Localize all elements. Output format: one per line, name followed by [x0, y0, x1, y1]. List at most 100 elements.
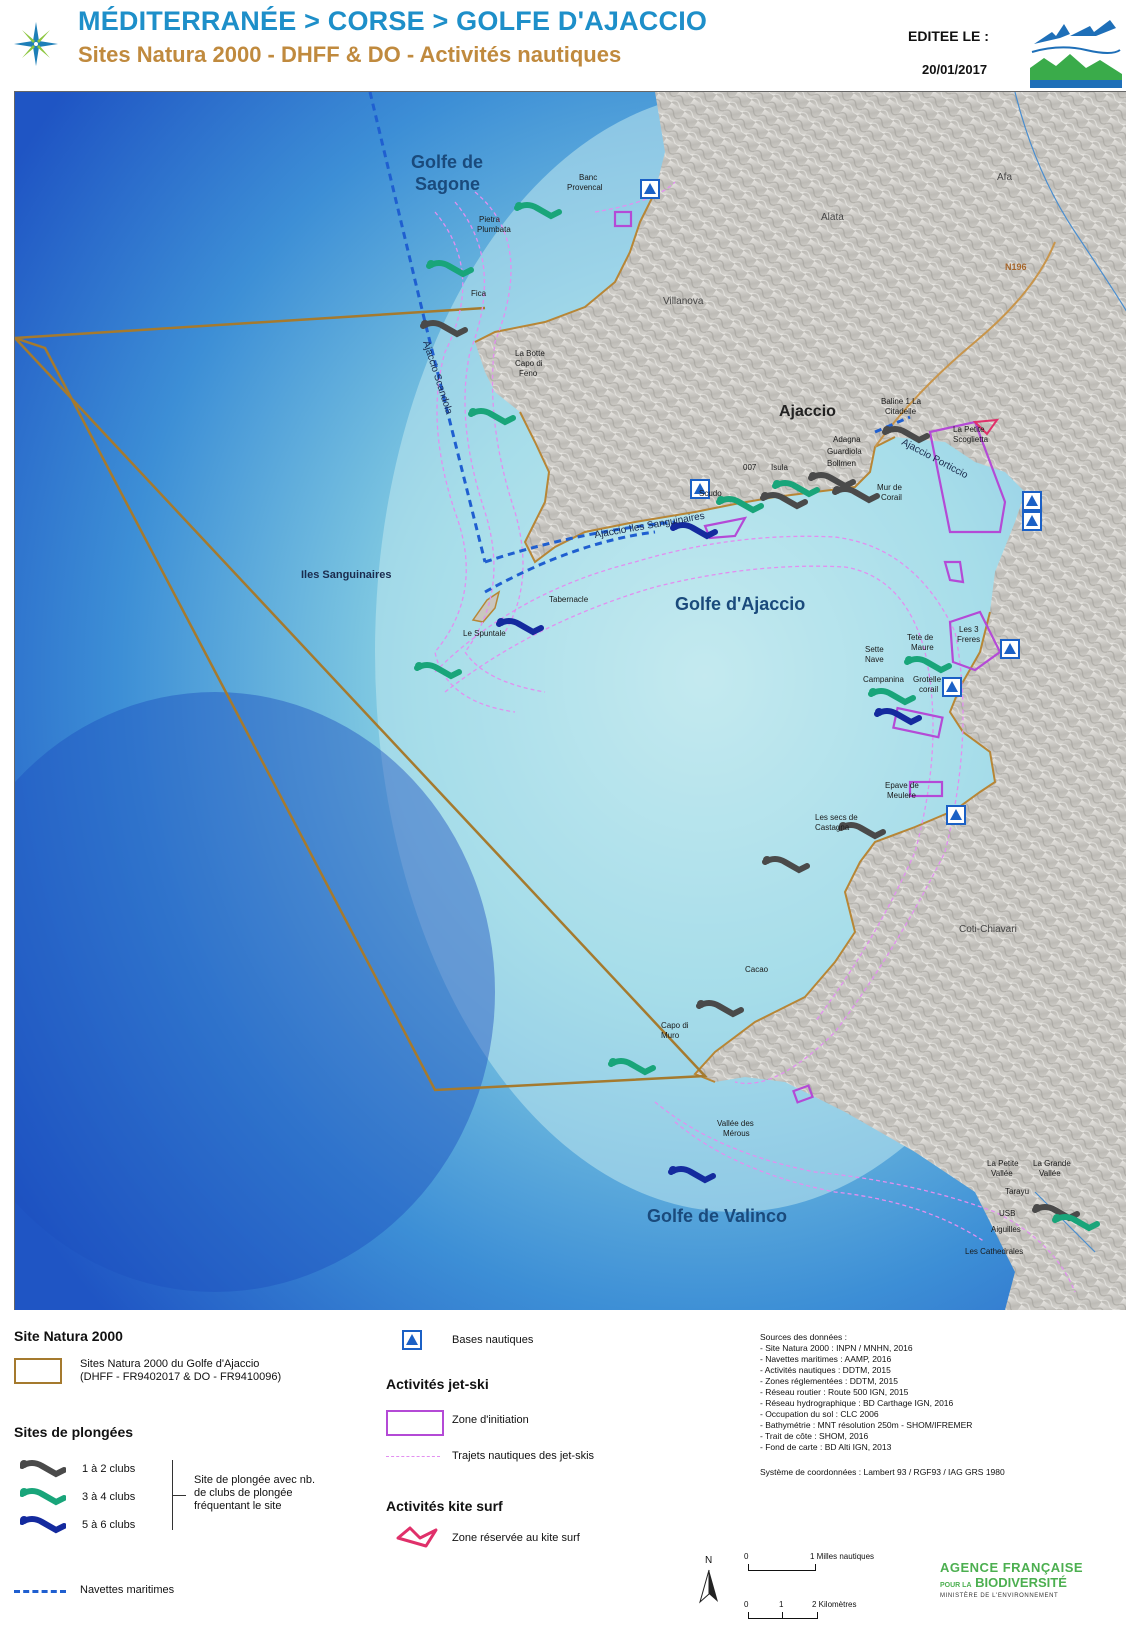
diver-icon [514, 202, 562, 220]
legend-natura-item: (DHFF - FR9402017 & DO - FR9410096) [80, 1371, 282, 1383]
diver-icon [20, 1488, 66, 1506]
afb-line-2-small: POUR LA [940, 1582, 972, 1589]
diver-icon [696, 1000, 744, 1018]
coordinate-system: Système de coordonnées : Lambert 93 / RG… [760, 1467, 1005, 1477]
diver-icon [1052, 1214, 1100, 1232]
legend-natura-title: Site Natura 2000 [14, 1328, 123, 1344]
deep-sea-zone [15, 692, 495, 1292]
diver-icon [832, 486, 880, 504]
diver-icon [420, 320, 468, 338]
river [1034, 1191, 1096, 1253]
legend-plongee-note: de clubs de plongée [194, 1487, 293, 1499]
legend-natura-item: Sites Natura 2000 du Golfe d'Ajaccio [80, 1358, 260, 1370]
diver-icon [20, 1516, 66, 1534]
site-label: Sette [865, 645, 884, 654]
site-label: Meulere [887, 791, 916, 800]
coastline [474, 191, 997, 1083]
label-ajaccio: Ajaccio [779, 403, 836, 420]
source-line: - Site Natura 2000 : INPN / MNHN, 2016 [760, 1343, 913, 1353]
edited-label: EDITEE LE : [908, 28, 989, 44]
legend-kite-zone: Zone réservée au kite surf [452, 1532, 580, 1544]
navettes-maritimes [368, 92, 911, 594]
site-label: Isula [771, 463, 788, 472]
kite-surf-zone [972, 418, 1000, 436]
site-label: Citadelle [885, 407, 917, 416]
map-canvas[interactable]: Golfe de Sagone Golfe d'Ajaccio Golfe de… [14, 91, 1126, 1310]
label-villanova: Villanova [663, 296, 704, 307]
natura-2000-boundary [15, 306, 486, 340]
legend-jetski-trajet-line [386, 1456, 440, 1457]
label-golfe-ajaccio: Golfe d'Ajaccio [675, 594, 805, 614]
jetski-initiation-zones [613, 210, 1007, 1104]
diver-icon [496, 618, 544, 636]
diver-icon [608, 1058, 656, 1076]
site-label: Freres [957, 635, 980, 644]
site-label: 007 [743, 463, 757, 472]
site-label: Campanina [863, 675, 904, 684]
map-header: MÉDITERRANÉE > CORSE > GOLFE D'AJACCIO S… [0, 0, 1126, 90]
diver-icon [762, 856, 810, 874]
source-line: - Fond de carte : BD Alti IGN, 2013 [760, 1442, 892, 1452]
label-iles-sanguinaires: Iles Sanguinaires [301, 569, 391, 581]
natura-2000-boundary [15, 336, 708, 1092]
scale-one: 1 [779, 1600, 784, 1609]
legend-natura-swatch [14, 1358, 62, 1384]
diver-icon [414, 662, 462, 680]
site-label: Les secs de [815, 813, 858, 822]
road-n196 [874, 241, 1056, 448]
site-label: La Petite [953, 425, 985, 434]
label-road-n196: N196 [1005, 262, 1027, 272]
afb-line-3: MINISTÈRE DE L'ENVIRONNEMENT [940, 1593, 1059, 1599]
source-line: - Activités nautiques : DDTM, 2015 [760, 1365, 891, 1375]
diver-icon [670, 522, 718, 540]
legend-jetski-zone: Zone d'initiation [452, 1414, 529, 1426]
site-label: Capo di [515, 359, 543, 368]
north-arrow-icon [699, 1569, 718, 1604]
diver-icon [716, 496, 764, 514]
diver-icon [904, 656, 952, 674]
source-line: - Trait de côte : SHOM, 2016 [760, 1431, 869, 1441]
scale-bar-nm [748, 1564, 816, 1571]
iles-sanguinaires-island [471, 590, 501, 623]
source-line: - Navettes maritimes : AAMP, 2016 [760, 1354, 892, 1364]
site-label: Les Cathedrales [965, 1247, 1023, 1256]
site-label: Muro [661, 1031, 680, 1040]
label-afa: Afa [997, 172, 1012, 183]
diver-icon [426, 260, 474, 278]
site-label: La Botte [515, 349, 545, 358]
site-label: corail [919, 685, 938, 694]
diver-icon [1032, 1204, 1080, 1222]
dive-sites [414, 202, 1100, 1232]
scale-label-nm: 1 Milles nautiques [810, 1552, 875, 1561]
map-legend: Site Natura 2000 Sites Natura 2000 du Go… [0, 1310, 1126, 1632]
compass-rose-icon [14, 22, 58, 66]
site-label: USB [999, 1209, 1015, 1218]
source-line: - Réseau routier : Route 500 IGN, 2015 [760, 1387, 909, 1397]
kite-surf-icon [396, 1526, 438, 1548]
legend-plongee-2: 3 à 4 clubs [82, 1491, 136, 1503]
legend-plongee-note: fréquentant le site [194, 1500, 282, 1512]
site-label: Aiguilles [991, 1225, 1021, 1234]
edited-date: 20/01/2017 [922, 62, 988, 77]
legend-jetski-trajets: Trajets nautiques des jet-skis [452, 1450, 595, 1462]
legend-bracket-tick [172, 1495, 186, 1496]
label-golfe-sagone: Sagone [415, 174, 480, 194]
site-label: Scoglietta [953, 435, 989, 444]
site-label: Corail [881, 493, 902, 502]
site-label: Le Spuntale [463, 629, 506, 638]
corsica-landmass [475, 92, 1126, 1310]
site-label: Pietra [479, 215, 500, 224]
site-label: Baline 1 La [881, 397, 922, 406]
boat-base-icon [402, 1330, 422, 1350]
label-alata: Alata [821, 212, 844, 223]
page-title: MÉDITERRANÉE > CORSE > GOLFE D'AJACCIO [78, 6, 708, 36]
site-label: Epave de [885, 781, 919, 790]
diver-icon [882, 426, 930, 444]
legend-kite-title: Activités kite surf [386, 1498, 503, 1514]
site-label: Les 3 [959, 625, 979, 634]
scale-bar-km [748, 1612, 818, 1619]
scale-zero: 0 [744, 1552, 749, 1561]
diver-icon [874, 708, 922, 726]
scale-zero: 0 [744, 1600, 749, 1609]
site-label: La Petite [987, 1159, 1019, 1168]
